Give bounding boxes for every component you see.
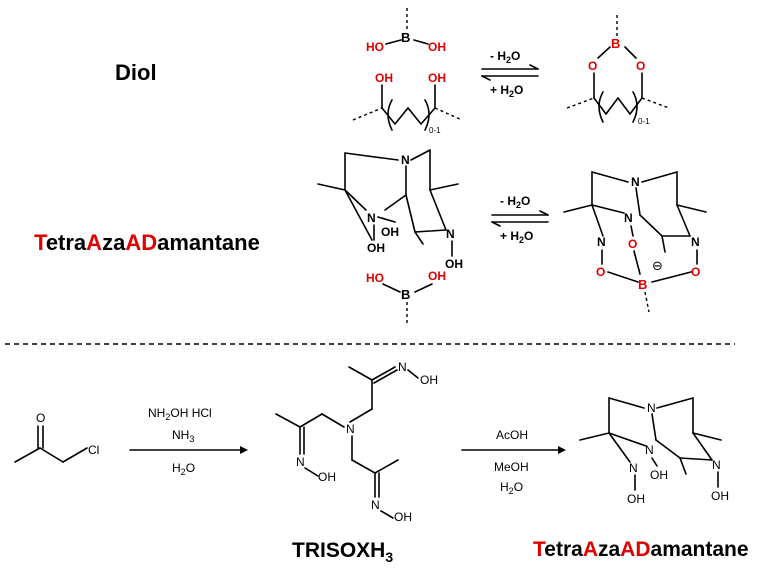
svg-text:OH: OH xyxy=(445,257,463,271)
svg-text:+ H2O: + H2O xyxy=(500,229,533,245)
svg-text:O: O xyxy=(628,237,637,251)
svg-text:O: O xyxy=(636,59,645,73)
trisoxh3-molecule: N N OH N OH N OH xyxy=(275,360,438,524)
svg-text:OH: OH xyxy=(428,71,446,85)
svg-text:N: N xyxy=(446,227,455,241)
svg-text:N: N xyxy=(346,422,355,436)
svg-text:O: O xyxy=(596,265,605,279)
svg-text:OH: OH xyxy=(428,40,446,54)
svg-text:OH: OH xyxy=(627,492,645,506)
svg-text:- H2O: - H2O xyxy=(490,49,520,65)
equilibrium-arrow-2: - H2O + H2O xyxy=(491,194,549,245)
svg-text:N: N xyxy=(296,455,305,469)
svg-text:- H2O: - H2O xyxy=(500,194,530,210)
svg-text:OH: OH xyxy=(394,510,412,524)
svg-text:NH3: NH3 xyxy=(172,428,194,444)
svg-text:OH: OH xyxy=(367,241,385,255)
svg-text:OH: OH xyxy=(650,468,668,482)
svg-text:NH2OH HCl: NH2OH HCl xyxy=(148,406,212,422)
svg-text:O: O xyxy=(691,265,700,279)
svg-text:+ H2O: + H2O xyxy=(490,83,523,99)
svg-text:N: N xyxy=(712,458,721,472)
svg-text:O: O xyxy=(36,411,45,425)
svg-text:⊖: ⊖ xyxy=(652,258,663,273)
svg-text:OH: OH xyxy=(711,489,729,503)
diol-fragment: OH OH 0-1 xyxy=(352,71,463,135)
svg-text:OH: OH xyxy=(381,225,399,239)
boronic-acid-2: HO OH B xyxy=(366,269,446,325)
svg-text:MeOH: MeOH xyxy=(494,460,529,474)
svg-text:N: N xyxy=(398,360,407,374)
trisoxh3-label: TRISOXH3 xyxy=(292,539,393,565)
svg-text:0-1: 0-1 xyxy=(638,117,650,126)
svg-text:N: N xyxy=(645,443,654,457)
reaction-arrow-cyclization: AcOH MeOH H2O xyxy=(461,428,566,496)
svg-text:OH: OH xyxy=(420,373,438,387)
svg-text:N: N xyxy=(631,175,640,189)
svg-text:B: B xyxy=(638,277,647,292)
svg-text:H2O: H2O xyxy=(172,461,195,477)
svg-text:N: N xyxy=(597,235,606,249)
svg-text:OH: OH xyxy=(375,71,393,85)
svg-text:N: N xyxy=(691,235,700,249)
svg-text:B: B xyxy=(401,30,410,45)
svg-text:B: B xyxy=(611,36,620,51)
svg-text:N: N xyxy=(401,153,410,167)
taad-molecule-2: N N OH N OH N OH xyxy=(579,397,729,506)
reaction-arrow-oxime: NH2OH HCl NH3 H2O xyxy=(129,406,248,477)
svg-text:O: O xyxy=(588,59,597,73)
svg-text:OH: OH xyxy=(428,269,446,283)
chloroacetone: O Cl xyxy=(14,411,99,463)
svg-text:N: N xyxy=(367,211,376,225)
diol-label: Diol xyxy=(115,60,157,85)
svg-text:HO: HO xyxy=(366,271,384,285)
boronic-acid-1: B HO OH xyxy=(366,8,446,54)
taad-molecule-1: N N OH OH N OH xyxy=(317,149,463,271)
svg-text:AcOH: AcOH xyxy=(496,428,528,442)
svg-text:HO: HO xyxy=(366,40,384,54)
svg-text:B: B xyxy=(401,287,410,302)
svg-text:N: N xyxy=(371,498,380,512)
taad-borate-complex: N N N N O O O B ⊖ xyxy=(563,171,707,313)
boronate-ester: B O O 0-1 xyxy=(566,15,670,126)
svg-text:N: N xyxy=(647,401,656,415)
svg-text:OH: OH xyxy=(318,470,336,484)
svg-text:0-1: 0-1 xyxy=(429,126,441,135)
taad-label-1: TetraAzaADamantane xyxy=(34,230,260,255)
svg-text:N: N xyxy=(629,461,638,475)
svg-text:H2O: H2O xyxy=(500,480,523,496)
taad-label-2: TetraAzaADamantane xyxy=(533,538,749,561)
svg-text:N: N xyxy=(624,211,633,225)
svg-text:Cl: Cl xyxy=(88,443,99,457)
equilibrium-arrow-1: - H2O + H2O xyxy=(481,49,539,99)
